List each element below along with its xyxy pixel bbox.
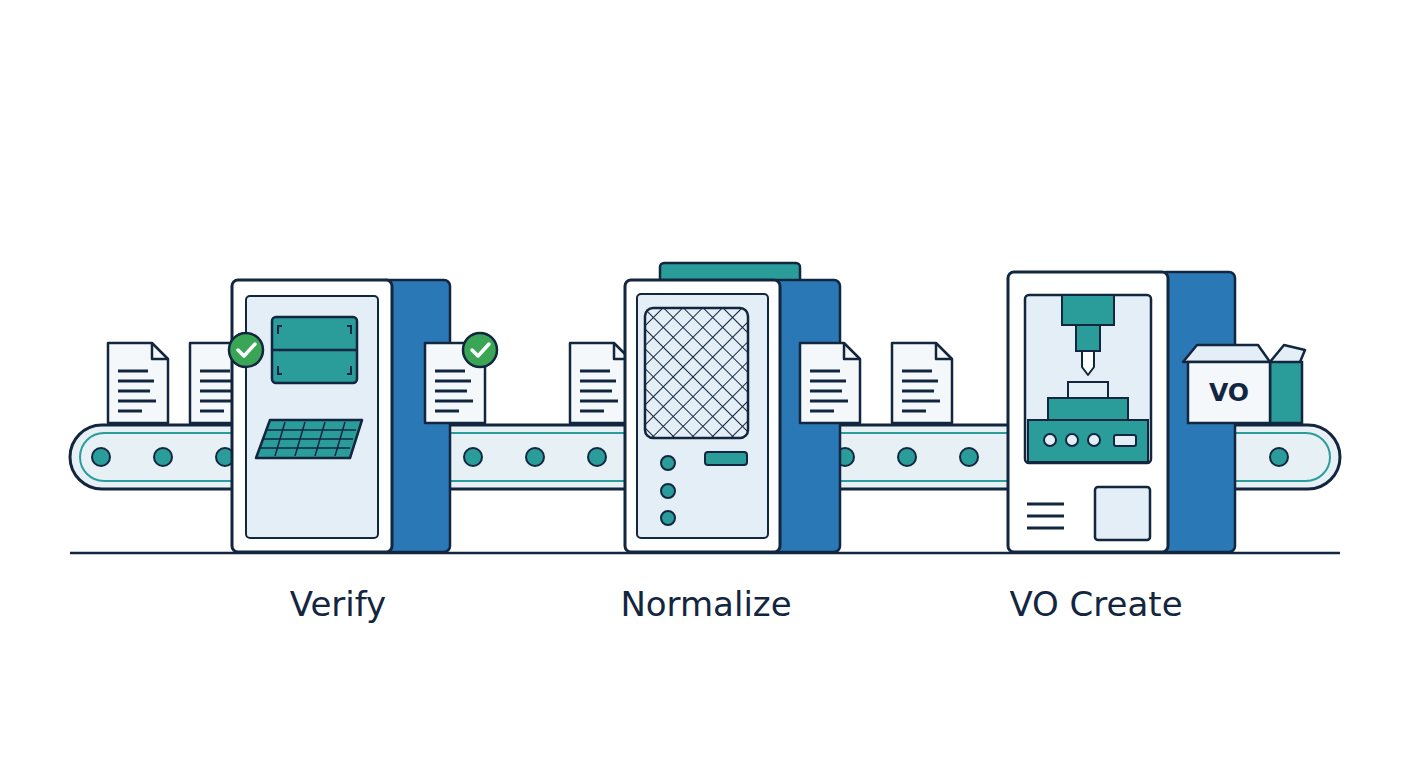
stage-label: VO Create (1009, 584, 1182, 624)
stage-label: Normalize (620, 584, 791, 624)
vo-box: VO (1188, 362, 1270, 423)
stage-label: Verify (290, 584, 386, 624)
box-label: VO (1209, 378, 1249, 407)
